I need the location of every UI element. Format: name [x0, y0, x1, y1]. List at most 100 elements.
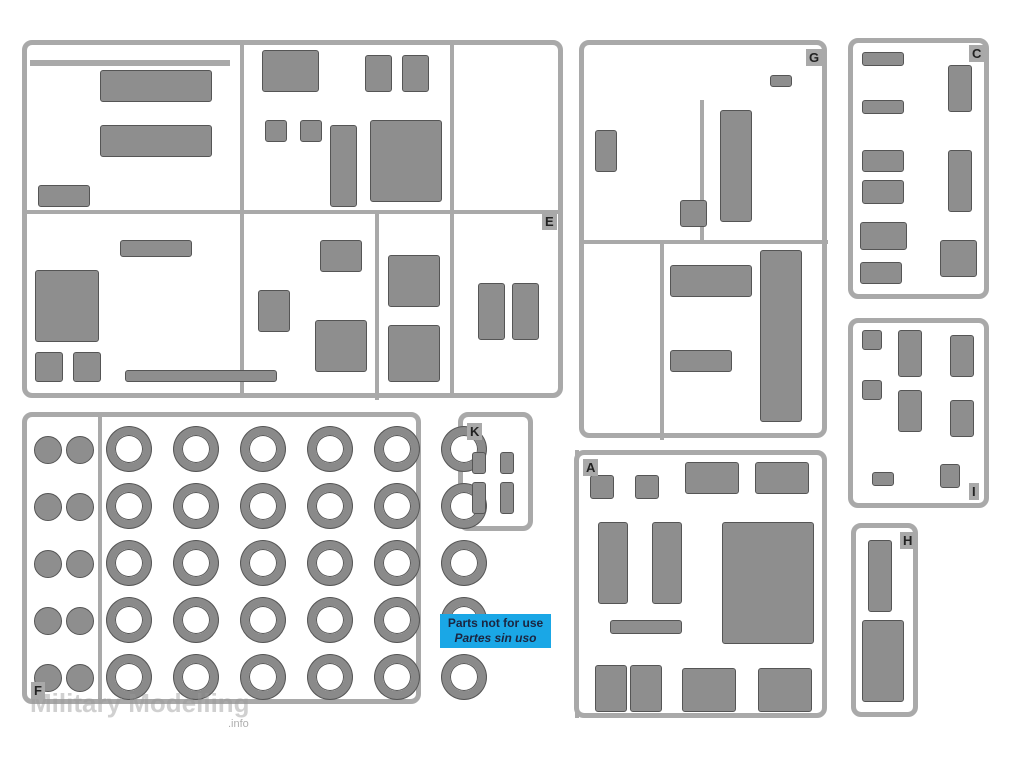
- wheel-part: [66, 550, 94, 578]
- tire-part: [174, 598, 218, 642]
- kit-part: [898, 390, 922, 432]
- kit-part: [300, 120, 322, 142]
- tire-part: [241, 484, 285, 528]
- kit-part: [670, 350, 732, 372]
- kit-part: [680, 200, 707, 227]
- kit-part: [365, 55, 392, 92]
- wheel-part: [66, 607, 94, 635]
- kit-part: [262, 50, 319, 92]
- runner: [450, 45, 454, 395]
- kit-part: [320, 240, 362, 272]
- wheel-part: [34, 607, 62, 635]
- kit-part: [100, 70, 212, 102]
- kit-part: [35, 352, 63, 382]
- tire-part: [308, 427, 352, 471]
- kit-part: [760, 250, 802, 422]
- wheel-part: [66, 493, 94, 521]
- kit-part: [758, 668, 812, 712]
- kit-part: [595, 130, 617, 172]
- kit-part: [388, 325, 440, 382]
- sprue-letter: E: [542, 213, 557, 230]
- sprue-letter: I: [969, 483, 979, 500]
- tire-part: [375, 655, 419, 699]
- runner: [240, 45, 244, 395]
- watermark: Military Modelling: [30, 688, 250, 718]
- kit-part: [38, 185, 90, 207]
- kit-part: [500, 452, 514, 474]
- kit-part: [670, 265, 752, 297]
- tire-part: [107, 655, 151, 699]
- kit-part: [388, 255, 440, 307]
- kit-part: [258, 290, 290, 332]
- kit-part: [755, 462, 809, 494]
- runner: [700, 100, 704, 240]
- sprue-letter: C: [969, 45, 985, 62]
- kit-part: [315, 320, 367, 372]
- kit-part: [512, 283, 539, 340]
- wheel-part: [34, 550, 62, 578]
- tire-part: [442, 541, 486, 585]
- notice-english: Parts not for use: [447, 616, 544, 630]
- kit-part: [100, 125, 212, 157]
- runner: [22, 210, 562, 214]
- kit-part: [940, 464, 960, 488]
- sprue-letter: A: [583, 459, 599, 476]
- tire-part: [107, 598, 151, 642]
- kit-part: [402, 55, 429, 92]
- sprue-letter: H: [900, 532, 916, 549]
- kit-part: [862, 180, 904, 204]
- tire-part: [241, 598, 285, 642]
- kit-part: [720, 110, 752, 222]
- kit-part: [73, 352, 101, 382]
- tire-part: [174, 655, 218, 699]
- kit-part: [472, 482, 486, 514]
- kit-part: [950, 400, 974, 437]
- kit-part: [478, 283, 505, 340]
- kit-part: [948, 150, 972, 212]
- kit-part: [950, 335, 974, 377]
- kit-part: [630, 665, 662, 712]
- wheel-part: [66, 664, 94, 692]
- tire-part: [174, 484, 218, 528]
- kit-part: [862, 52, 904, 66]
- parts-not-for-use-notice: Parts not for use Partes sin uso: [440, 614, 551, 648]
- kit-part: [500, 482, 514, 514]
- kit-part: [898, 330, 922, 377]
- wheel-part: [34, 436, 62, 464]
- kit-part: [860, 222, 907, 250]
- tire-part: [107, 541, 151, 585]
- tire-part: [375, 427, 419, 471]
- kit-part: [862, 150, 904, 172]
- kit-part: [860, 262, 902, 284]
- kit-part: [472, 452, 486, 474]
- wheel-part: [34, 493, 62, 521]
- tire-part: [442, 655, 486, 699]
- kit-part: [35, 270, 99, 342]
- kit-part: [948, 65, 972, 112]
- tire-part: [308, 484, 352, 528]
- tire-part: [375, 541, 419, 585]
- notice-spanish: Partes sin uso: [454, 631, 537, 645]
- kit-part: [610, 620, 682, 634]
- tire-part: [241, 541, 285, 585]
- runner: [375, 210, 379, 400]
- runner: [98, 412, 102, 704]
- kit-part: [330, 125, 357, 207]
- tire-part: [308, 541, 352, 585]
- kit-part: [265, 120, 287, 142]
- kit-part: [722, 522, 814, 644]
- kit-part: [862, 380, 882, 400]
- kit-part: [862, 100, 904, 114]
- tire-part: [308, 598, 352, 642]
- runner: [580, 240, 828, 244]
- tire-part: [174, 427, 218, 471]
- watermark-sub: .info: [228, 718, 249, 730]
- kit-part: [770, 75, 792, 87]
- runner: [660, 240, 664, 440]
- tire-part: [308, 655, 352, 699]
- sprue-letter: F: [31, 682, 45, 699]
- runner: [575, 450, 579, 718]
- tire-part: [241, 655, 285, 699]
- kit-part: [598, 522, 628, 604]
- kit-part: [120, 240, 192, 257]
